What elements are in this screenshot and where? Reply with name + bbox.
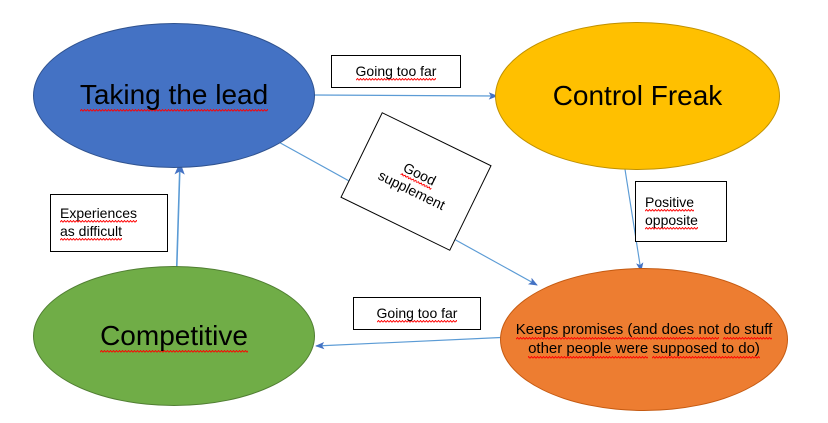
edge-control-to-keeps-promises (623, 162, 644, 272)
node-taking-the-lead-label: Taking the lead (79, 79, 269, 113)
edge-label-going-too-far-top[interactable]: Going too far (331, 55, 461, 88)
node-taking-the-lead[interactable]: Taking the lead (33, 23, 315, 168)
edge-label-going-too-far-bottom[interactable]: Going too far (353, 297, 481, 330)
node-control-freak[interactable]: Control Freak (495, 22, 780, 170)
node-control-freak-label: Control Freak (552, 79, 723, 111)
edge-label-experiences-as-difficult[interactable]: Experiences as difficult (50, 194, 168, 252)
node-competitive[interactable]: Competitive (33, 266, 315, 406)
node-competitive-label: Competitive (100, 319, 248, 353)
node-keeps-promises[interactable]: Keeps promises (and does not do stuff ot… (500, 268, 788, 411)
edge-lead-to-control (312, 92, 498, 100)
node-keeps-promises-label: Keeps promises (and does not do stuff ot… (515, 321, 773, 359)
edge-keeps-promises-to-competitive (315, 336, 513, 350)
edge-label-positive-opposite[interactable]: Positive opposite (635, 181, 727, 242)
